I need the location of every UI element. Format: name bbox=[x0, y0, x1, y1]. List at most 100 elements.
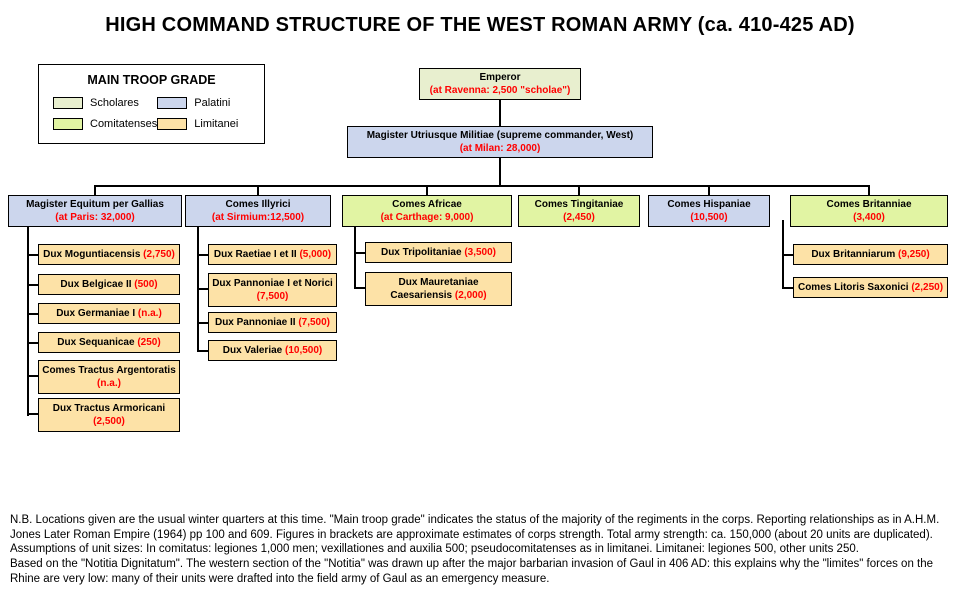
node-title: Comes Tingitaniae bbox=[534, 199, 624, 210]
footnote-paragraph: Based on the "Notitia Dignitatum". The w… bbox=[10, 558, 934, 585]
node-dux-britanniarum: Dux Britanniarum (9,250) bbox=[793, 244, 948, 265]
node-detail: (2,750) bbox=[143, 249, 175, 260]
node-magister-equitum-per-gallias: Magister Equitum per Gallias (at Paris: … bbox=[8, 195, 182, 227]
scholares-color-swatch bbox=[53, 97, 83, 109]
node-title: Comes Litoris Saxonici bbox=[797, 282, 909, 293]
node-title: Comes Tractus Argentoratis bbox=[42, 365, 176, 376]
connector-line bbox=[426, 185, 428, 199]
connector-line bbox=[197, 220, 199, 352]
node-dux-germaniae-i: Dux Germaniae I (n.a.) bbox=[38, 303, 180, 324]
legend-label: Palatini bbox=[194, 97, 231, 109]
node-detail: (at Carthage: 9,000) bbox=[380, 212, 474, 223]
node-title: Dux Moguntiacensis bbox=[43, 249, 141, 260]
legend-item-comitatenses: Comitatenses bbox=[53, 118, 157, 130]
node-detail: (5,000) bbox=[299, 249, 332, 260]
node-dux-tractus-armoricani: Dux Tractus Armoricani (2,500) bbox=[38, 398, 180, 432]
legend-label: Scholares bbox=[90, 97, 139, 109]
node-dux-pannoniae-i-et-norici: Dux Pannoniae I et Norici (7,500) bbox=[208, 273, 337, 307]
node-dux-mauretaniae-caesariensis: Dux Mauretaniae Caesariensis (2,000) bbox=[365, 272, 512, 306]
node-detail: (500) bbox=[134, 279, 158, 290]
connector-line bbox=[197, 350, 209, 352]
node-emperor: Emperor (at Ravenna: 2,500 "scholae") bbox=[419, 68, 581, 100]
node-title: Comes Africae bbox=[392, 199, 462, 210]
node-dux-tripolitaniae: Dux Tripolitaniae (3,500) bbox=[365, 242, 512, 263]
node-title: Comes Britanniae bbox=[826, 199, 912, 210]
connector-line bbox=[27, 342, 39, 344]
node-comes-britanniae: Comes Britanniae (3,400) bbox=[790, 195, 948, 227]
node-comes-tractus-argentoratis: Comes Tractus Argentoratis (n.a.) bbox=[38, 360, 180, 394]
node-detail: (3,400) bbox=[853, 212, 885, 223]
node-detail: (3,500) bbox=[464, 247, 497, 258]
node-detail: (7,500) bbox=[298, 317, 331, 328]
legend: MAIN TROOP GRADE Scholares Palatini Comi… bbox=[38, 64, 265, 144]
footnotes: N.B. Locations given are the usual winte… bbox=[10, 513, 958, 587]
node-title: Magister Utriusque Militiae (supreme com… bbox=[366, 130, 634, 141]
footnote-paragraph: N.B. Locations given are the usual winte… bbox=[10, 514, 940, 556]
connector-line bbox=[27, 413, 39, 415]
node-detail: (at Ravenna: 2,500 "scholae") bbox=[429, 85, 571, 96]
node-detail: (250) bbox=[137, 337, 161, 348]
node-dux-pannoniae-ii: Dux Pannoniae II (7,500) bbox=[208, 312, 337, 333]
legend-item-limitanei: Limitanei bbox=[157, 118, 252, 130]
node-dux-belgicae-ii: Dux Belgicae II (500) bbox=[38, 274, 180, 295]
node-detail: (n.a.) bbox=[137, 308, 162, 319]
node-title: Comes Hispaniae bbox=[667, 199, 751, 210]
node-detail: (at Paris: 32,000) bbox=[55, 212, 135, 223]
node-dux-valeriae: Dux Valeriae (10,500) bbox=[208, 340, 337, 361]
legend-label: Comitatenses bbox=[90, 118, 158, 130]
node-title: Dux Valeriae bbox=[222, 345, 283, 356]
node-title: Dux Germaniae I bbox=[56, 308, 136, 319]
legend-item-scholares: Scholares bbox=[53, 97, 157, 109]
node-detail: (7,500) bbox=[256, 291, 289, 302]
connector-line bbox=[197, 254, 209, 256]
node-dux-sequanicae: Dux Sequanicae (250) bbox=[38, 332, 180, 353]
node-title: Magister Equitum per Gallias bbox=[26, 199, 164, 210]
node-comes-litoris-saxonici: Comes Litoris Saxonici (2,250) bbox=[793, 277, 948, 298]
connector-line bbox=[27, 284, 39, 286]
node-comes-tingitaniae: Comes Tingitaniae (2,450) bbox=[518, 195, 640, 227]
palatini-color-swatch bbox=[157, 97, 188, 109]
legend-title: MAIN TROOP GRADE bbox=[87, 73, 216, 87]
connector-line bbox=[708, 185, 710, 199]
node-title: Dux Belgicae II bbox=[60, 279, 132, 290]
node-comes-hispaniae: Comes Hispaniae (10,500) bbox=[648, 195, 770, 227]
connector-line bbox=[27, 375, 39, 377]
node-title: Emperor bbox=[479, 72, 521, 83]
connector-line bbox=[27, 254, 39, 256]
connector-line bbox=[499, 95, 501, 130]
connector-line bbox=[354, 220, 356, 289]
node-title: Dux Tractus Armoricani bbox=[52, 403, 166, 414]
node-detail: (10,500) bbox=[690, 212, 728, 223]
node-title: Dux Britanniarum bbox=[811, 249, 896, 260]
node-comes-illyrici: Comes Illyrici (at Sirmium:12,500) bbox=[185, 195, 331, 227]
node-title: Dux Pannoniae I et Norici bbox=[212, 278, 333, 289]
node-detail: (at Sirmium:12,500) bbox=[211, 212, 305, 223]
node-detail: (n.a.) bbox=[97, 378, 121, 389]
connector-line bbox=[257, 185, 259, 199]
connector-line bbox=[354, 287, 366, 289]
legend-grid: Scholares Palatini Comitatenses Limitane… bbox=[39, 87, 264, 130]
node-title: Dux Mauretaniae Caesariensis bbox=[390, 277, 479, 301]
connector-line bbox=[868, 185, 870, 199]
connector-line bbox=[782, 287, 794, 289]
node-detail: (9,250) bbox=[898, 249, 930, 260]
node-magister-utriusque-militiae: Magister Utriusque Militiae (supreme com… bbox=[347, 126, 653, 158]
page-title: HIGH COMMAND STRUCTURE OF THE WEST ROMAN… bbox=[105, 14, 855, 36]
connector-line bbox=[782, 254, 794, 256]
limitanei-color-swatch bbox=[157, 118, 188, 130]
node-detail: (2,250) bbox=[911, 282, 944, 293]
node-detail: (2,500) bbox=[93, 416, 125, 427]
connector-line bbox=[197, 322, 209, 324]
connector-line bbox=[27, 220, 29, 416]
node-title: Comes Illyrici bbox=[225, 199, 291, 210]
connector-line bbox=[197, 288, 209, 290]
connector-line bbox=[354, 252, 366, 254]
legend-label: Limitanei bbox=[194, 118, 239, 130]
node-dux-raetiae-i-et-ii: Dux Raetiae I et II (5,000) bbox=[208, 244, 337, 265]
node-title: Dux Raetiae I et II bbox=[213, 249, 297, 260]
connector-line bbox=[578, 185, 580, 199]
connector-line bbox=[94, 185, 96, 199]
node-dux-moguntiacensis: Dux Moguntiacensis (2,750) bbox=[38, 244, 180, 265]
connector-line bbox=[94, 185, 870, 187]
